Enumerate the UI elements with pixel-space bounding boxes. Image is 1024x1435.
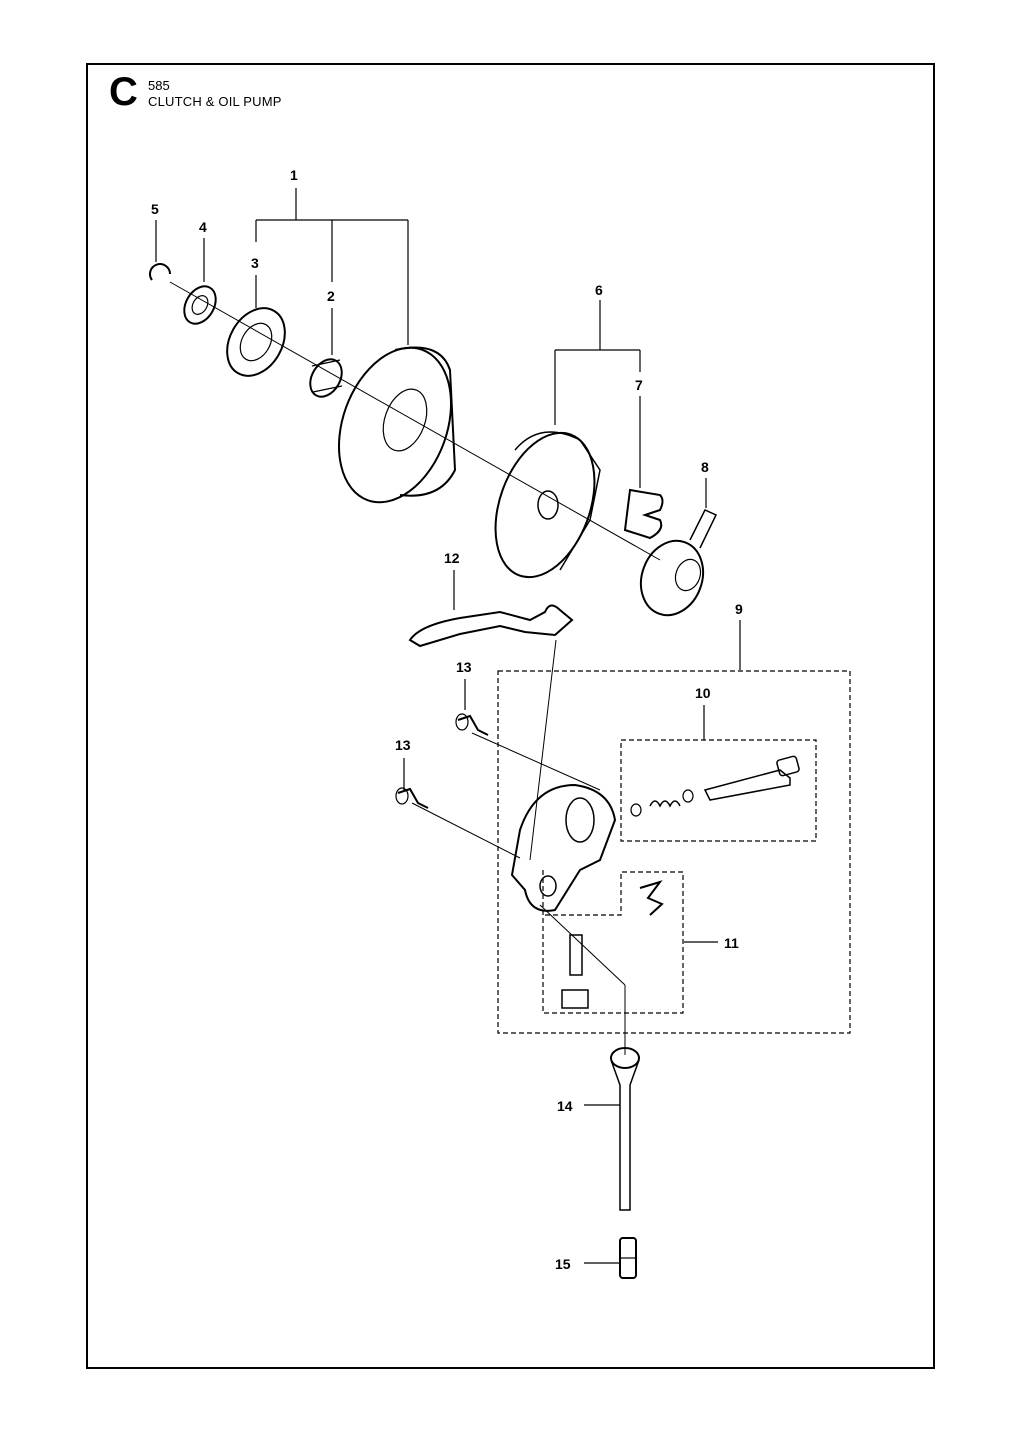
part-callout-labels: 1 2 3 4 5 6 7 8 9 10 11 12 13 13 14 15 (151, 167, 743, 1272)
callout-5: 5 (151, 201, 159, 217)
callout-14: 14 (557, 1098, 573, 1114)
callout-3: 3 (251, 255, 259, 271)
callout-13-lower: 13 (395, 737, 411, 753)
callout-2: 2 (327, 288, 335, 304)
callout-1: 1 (290, 167, 298, 183)
callout-7: 7 (635, 377, 643, 393)
callout-8: 8 (701, 459, 709, 475)
model-number: 585 (148, 78, 170, 93)
callout-13-upper: 13 (456, 659, 472, 675)
callout-10: 10 (695, 685, 711, 701)
page-frame (86, 63, 935, 1369)
callout-12: 12 (444, 550, 460, 566)
callout-4: 4 (199, 219, 207, 235)
page-title: CLUTCH & OIL PUMP (148, 94, 282, 109)
section-letter: C (109, 70, 138, 114)
callout-6: 6 (595, 282, 603, 298)
callout-9: 9 (735, 601, 743, 617)
callout-15: 15 (555, 1256, 571, 1272)
callout-11: 11 (724, 935, 739, 951)
